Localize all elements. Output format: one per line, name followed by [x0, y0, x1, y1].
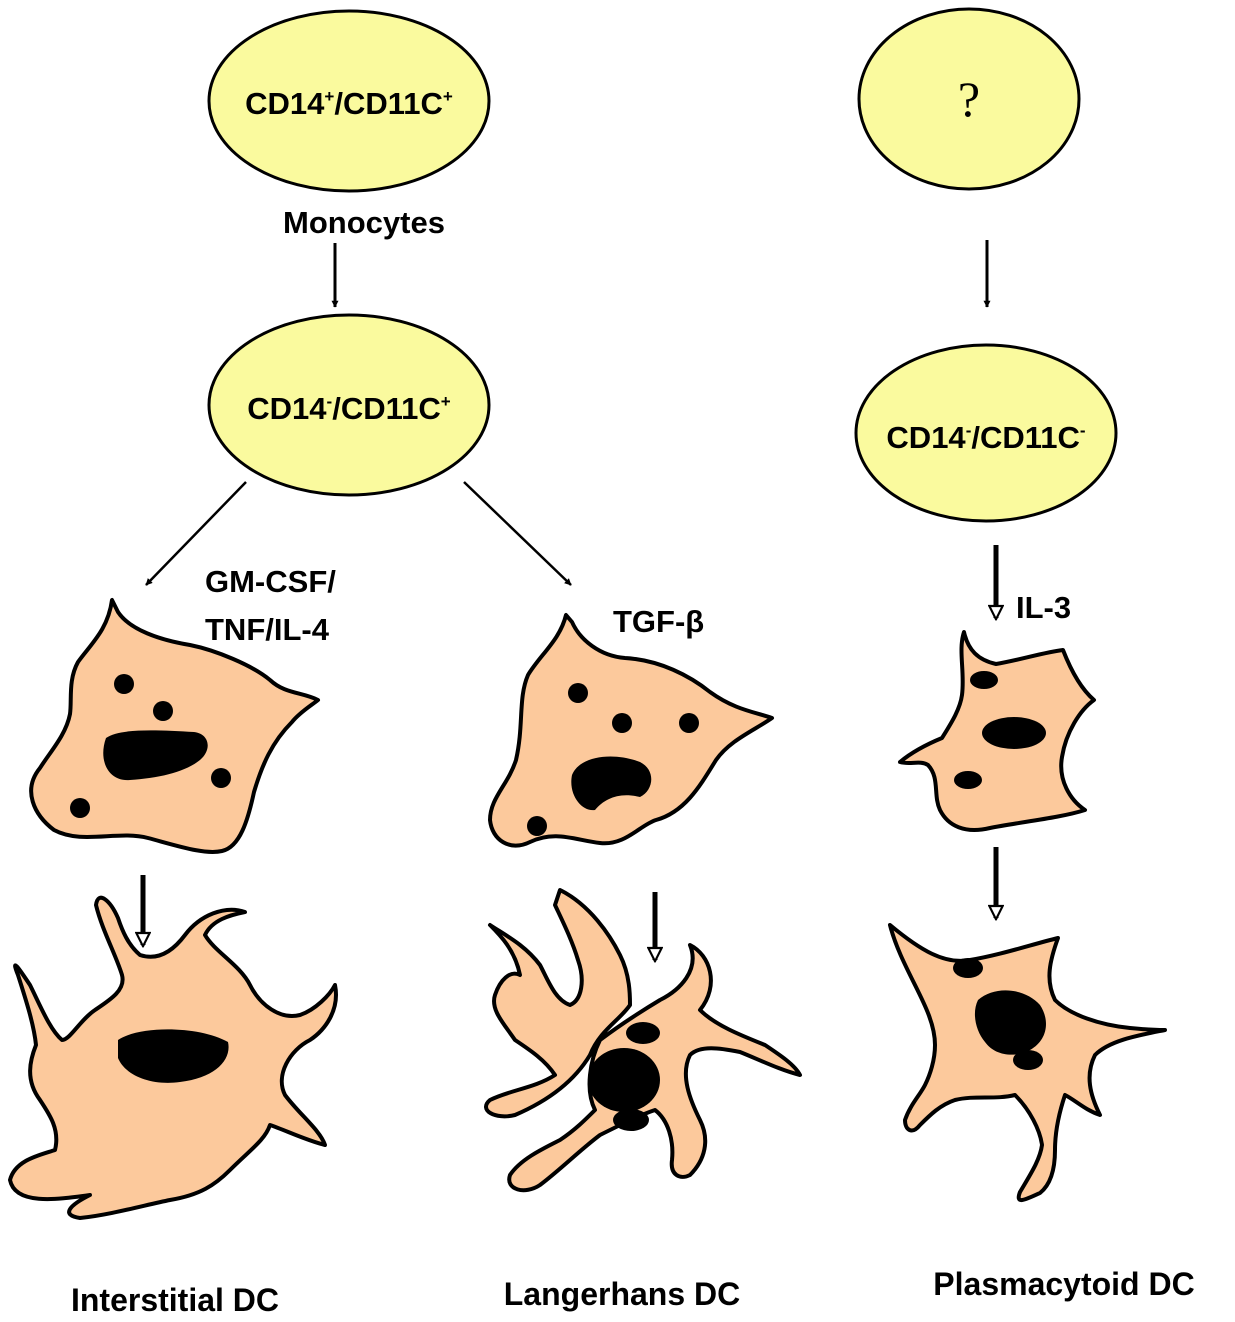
label-langerhans-dc: Langerhans DC	[504, 1276, 740, 1312]
label-il3: IL-3	[1016, 590, 1071, 625]
mature-langerhans-cell	[486, 890, 800, 1190]
mature-interstitial-cell	[10, 898, 336, 1218]
granule	[613, 1109, 649, 1131]
immature-plasmacytoid-cell	[900, 632, 1094, 830]
nucleus-langerhans-mature	[588, 1048, 660, 1112]
granule	[527, 816, 547, 836]
granule	[114, 674, 134, 694]
label-monocytes: Monocytes	[283, 205, 445, 240]
granule	[612, 713, 632, 733]
label-cd14neg-cd11cpos: CD14-/CD11C+	[247, 391, 450, 426]
label-cd14pos-cd11cpos: CD14+/CD11C+	[245, 86, 453, 121]
label-tnf-il4: TNF/IL-4	[205, 612, 330, 647]
label-plasmacytoid-dc: Plasmacytoid DC	[933, 1266, 1194, 1302]
granule	[626, 1022, 660, 1044]
granule	[679, 713, 699, 733]
granule	[953, 958, 983, 978]
arrow-to-langerhans	[464, 482, 571, 585]
granule	[153, 701, 173, 721]
granule	[211, 768, 231, 788]
label-gm-csf: GM-CSF/	[205, 564, 336, 599]
label-question-mark: ?	[958, 71, 980, 127]
label-interstitial-dc: Interstitial DC	[71, 1282, 279, 1317]
granule	[970, 671, 998, 689]
granule	[70, 798, 90, 818]
granule	[568, 683, 588, 703]
granule	[1013, 1050, 1043, 1070]
mature-plasmacytoid-cell	[890, 925, 1165, 1200]
immature-langerhans-cell	[490, 615, 772, 846]
nucleus-plasmacytoid	[982, 717, 1046, 749]
granule	[954, 771, 982, 789]
label-cd14neg-cd11cneg: CD14-/CD11C-	[886, 420, 1085, 455]
label-tgf-beta: TGF-β	[613, 604, 704, 639]
